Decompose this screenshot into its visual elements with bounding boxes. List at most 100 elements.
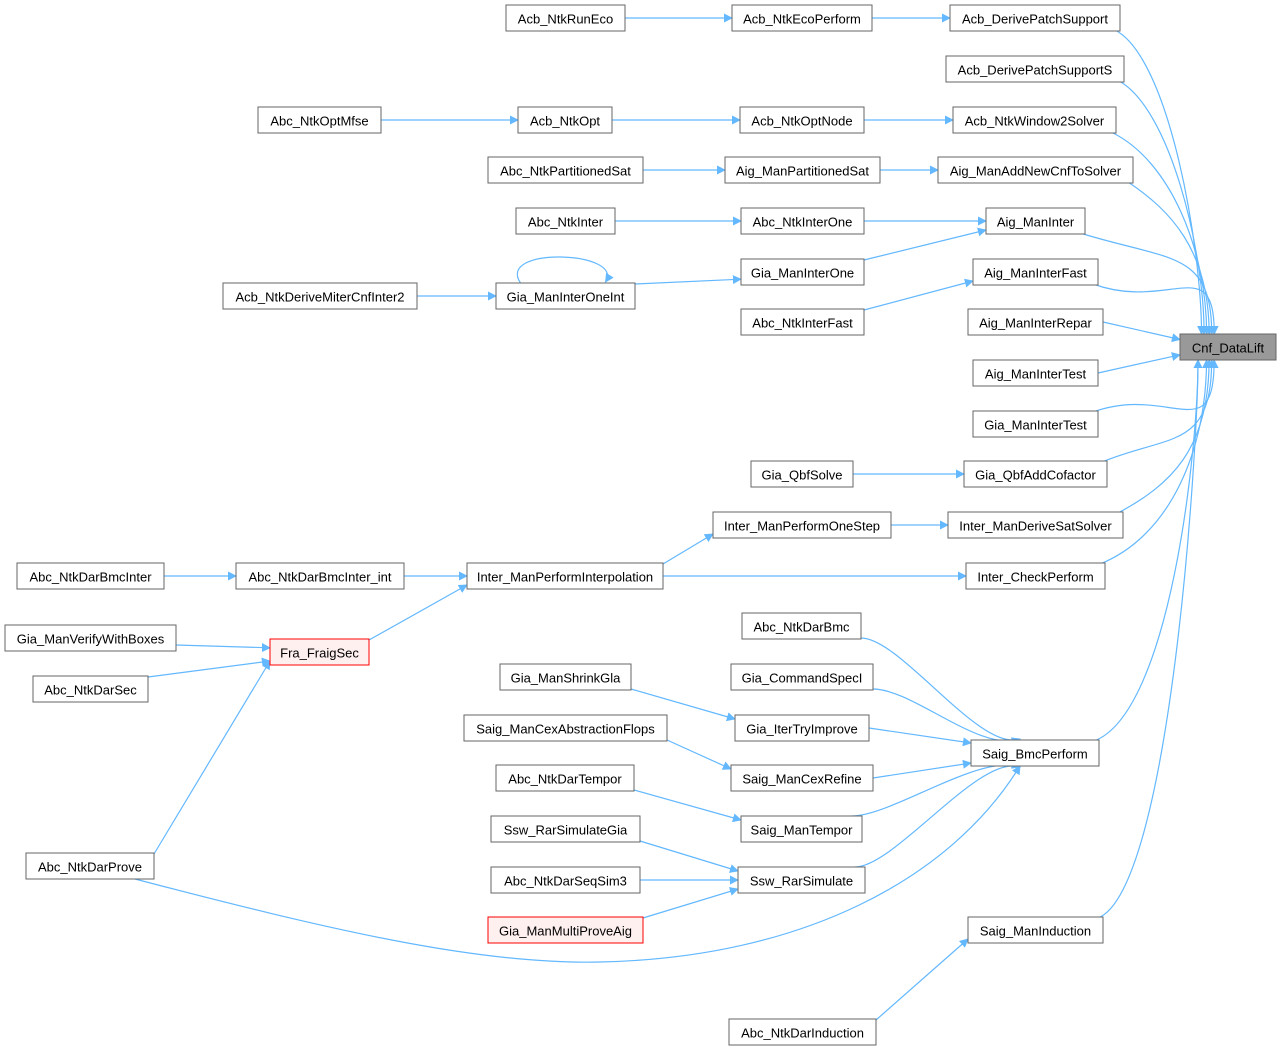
- node-box: [947, 511, 1124, 539]
- node-abc-ntkinterfast[interactable]: Abc_NtkInterFast: [740, 308, 865, 336]
- node-box: [4, 624, 177, 652]
- node-inter-manderivesatsolver[interactable]: Inter_ManDeriveSatSolver: [947, 511, 1124, 539]
- node-label: Inter_CheckPerform: [977, 570, 1093, 585]
- node-abc-ntkdarseqsim3[interactable]: Abc_NtkDarSeqSim3: [490, 866, 641, 894]
- node-label: Abc_NtkInterFast: [752, 316, 853, 331]
- node-abc-ntkinter[interactable]: Abc_NtkInter: [515, 207, 616, 235]
- edge-aiginter-to-cnf: [1079, 232, 1217, 335]
- node-gia-manintertest[interactable]: Gia_ManInterTest: [972, 410, 1099, 438]
- node-box: [515, 207, 616, 235]
- node-aig-manaddnewcnftosolver[interactable]: Aig_ManAddNewCnfToSolver: [937, 156, 1134, 184]
- node-label: Acb_NtkOptNode: [751, 114, 852, 129]
- node-inter-manperformonestep[interactable]: Inter_ManPerformOneStep: [712, 511, 892, 539]
- node-saig-maninduction[interactable]: Saig_ManInduction: [967, 916, 1104, 944]
- node-acb-ntkoptnode[interactable]: Acb_NtkOptNode: [739, 106, 865, 134]
- node-gia-qbfaddcofactor[interactable]: Gia_QbfAddCofactor: [963, 460, 1108, 488]
- node-acb-ntkderivemitercnfinter2[interactable]: Acb_NtkDeriveMiterCnfInter2: [222, 282, 418, 310]
- node-label: Abc_NtkDarSec: [44, 683, 137, 698]
- node-box: [490, 866, 641, 894]
- node-gia-manmultiproveaig[interactable]: Gia_ManMultiProveAig: [487, 916, 644, 944]
- node-gia-qbfsolve[interactable]: Gia_QbfSolve: [750, 460, 854, 488]
- node-label: Abc_NtkOptMfse: [270, 114, 368, 129]
- node-acb-derivepatchsupports[interactable]: Acb_DerivePatchSupportS: [945, 55, 1125, 83]
- node-box: [963, 460, 1108, 488]
- node-label: Gia_IterTryImprove: [746, 722, 858, 737]
- node-acb-derivepatchsupport[interactable]: Acb_DerivePatchSupport: [949, 4, 1121, 32]
- node-inter-manperforminterpolation[interactable]: Inter_ManPerformInterpolation: [466, 562, 664, 590]
- node-aig-maninterrepar[interactable]: Aig_ManInterRepar: [967, 308, 1104, 336]
- node-box: [712, 511, 892, 539]
- node-label: Abc_NtkDarTempor: [508, 772, 622, 787]
- node-gia-maninterone[interactable]: Gia_ManInterOne: [740, 258, 865, 286]
- node-ssw-rarsimulate[interactable]: Ssw_RarSimulate: [737, 866, 866, 894]
- node-box: [32, 675, 149, 703]
- node-cnf-datalift[interactable]: Cnf_DataLift: [1179, 333, 1277, 361]
- node-inter-checkperform[interactable]: Inter_CheckPerform: [965, 562, 1106, 590]
- node-abc-ntkdarinduction[interactable]: Abc_NtkDarInduction: [728, 1018, 877, 1046]
- node-aig-manpartitionedsat[interactable]: Aig_ManPartitionedSat: [724, 156, 881, 184]
- node-abc-ntkdarbmcinter-int[interactable]: Abc_NtkDarBmcInter_int: [235, 562, 405, 590]
- node-aig-maninter[interactable]: Aig_ManInter: [985, 207, 1086, 235]
- edge-cexflops-to-cexrefine: [666, 739, 732, 770]
- node-label: Abc_NtkPartitionedSat: [500, 164, 631, 179]
- node-box: [734, 714, 870, 742]
- node-label: Acb_NtkDeriveMiterCnfInter2: [235, 290, 404, 305]
- node-box: [487, 916, 644, 944]
- edge-rarsimgia-to-rarsim: [639, 840, 739, 873]
- node-abc-ntkinterone[interactable]: Abc_NtkInterOne: [740, 207, 865, 235]
- node-gia-commandspeci[interactable]: Gia_CommandSpecI: [730, 663, 874, 691]
- node-label: Abc_NtkDarSeqSim3: [504, 874, 627, 889]
- node-box: [740, 258, 865, 286]
- node-saig-bmcperform[interactable]: Saig_BmcPerform: [970, 739, 1100, 767]
- node-box: [487, 156, 644, 184]
- node-fra-fraigsec[interactable]: Fra_FraigSec: [269, 638, 370, 666]
- node-label: Saig_BmcPerform: [982, 747, 1087, 762]
- node-gia-itertryimprove[interactable]: Gia_IterTryImprove: [734, 714, 870, 742]
- node-aig-manintertest[interactable]: Aig_ManInterTest: [972, 359, 1099, 387]
- node-gia-maninteroneint[interactable]: Gia_ManInterOneInt: [495, 282, 636, 310]
- node-label: Acb_NtkWindow2Solver: [965, 114, 1105, 129]
- node-label: Acb_DerivePatchSupport: [962, 12, 1108, 27]
- node-abc-ntkdarbmcinter[interactable]: Abc_NtkDarBmcInter: [16, 562, 165, 590]
- node-box: [728, 1018, 877, 1046]
- node-label: Acb_DerivePatchSupportS: [958, 63, 1113, 78]
- node-label: Saig_ManTempor: [751, 823, 854, 838]
- edge-dpss-to-cnf: [1118, 80, 1209, 335]
- edge-aiginterfast-to-cnf: [1092, 283, 1219, 335]
- node-abc-ntkpartitionedsat[interactable]: Abc_NtkPartitionedSat: [487, 156, 644, 184]
- node-abc-ntkdarprove[interactable]: Abc_NtkDarProve: [25, 852, 155, 880]
- node-abc-ntkdartempor[interactable]: Abc_NtkDarTempor: [495, 764, 635, 792]
- node-label: Gia_ManVerifyWithBoxes: [17, 632, 165, 647]
- node-box: [222, 282, 418, 310]
- node-box: [972, 258, 1099, 286]
- node-gia-manshrinkgla[interactable]: Gia_ManShrinkGla: [499, 663, 632, 691]
- edge-w2s-to-cnf: [1110, 131, 1212, 335]
- node-ssw-rarsimulategia[interactable]: Ssw_RarSimulateGia: [490, 815, 641, 843]
- node-saig-mantempor[interactable]: Saig_ManTempor: [740, 815, 863, 843]
- edge-addcnf-to-cnf: [1127, 181, 1214, 335]
- node-box: [740, 815, 863, 843]
- node-aig-maninterfast[interactable]: Aig_ManInterFast: [972, 258, 1099, 286]
- node-box: [972, 410, 1099, 438]
- node-acb-ntkecoperform[interactable]: Acb_NtkEcoPerform: [731, 4, 873, 32]
- node-box: [731, 4, 873, 32]
- edge-fraigsec-to-interp: [368, 584, 468, 641]
- edge-giainteroneint-to-giainteroneint: [516, 256, 614, 284]
- node-abc-ntkdarsec[interactable]: Abc_NtkDarSec: [32, 675, 149, 703]
- edge-cmdspec-to-bmcperf: [872, 688, 1021, 746]
- node-acb-ntkruneco[interactable]: Acb_NtkRunEco: [505, 4, 626, 32]
- node-label: Saig_ManInduction: [980, 924, 1091, 939]
- node-abc-ntkdarbmc[interactable]: Abc_NtkDarBmc: [741, 612, 862, 640]
- node-saig-mancexabstractionflops[interactable]: Saig_ManCexAbstractionFlops: [463, 714, 668, 742]
- node-label: Gia_ManInterTest: [984, 418, 1087, 433]
- node-label: Inter_ManDeriveSatSolver: [959, 519, 1112, 534]
- node-saig-mancexrefine[interactable]: Saig_ManCexRefine: [730, 764, 874, 792]
- node-box: [952, 106, 1117, 134]
- node-gia-manverifywithboxes[interactable]: Gia_ManVerifyWithBoxes: [4, 624, 177, 652]
- node-acb-ntkwindow2solver[interactable]: Acb_NtkWindow2Solver: [952, 106, 1117, 134]
- edge-maninduction-to-cnf: [1097, 359, 1203, 919]
- node-acb-ntkopt[interactable]: Acb_NtkOpt: [517, 106, 613, 134]
- node-box: [730, 764, 874, 792]
- node-box: [945, 55, 1125, 83]
- node-abc-ntkoptmfse[interactable]: Abc_NtkOptMfse: [257, 106, 382, 134]
